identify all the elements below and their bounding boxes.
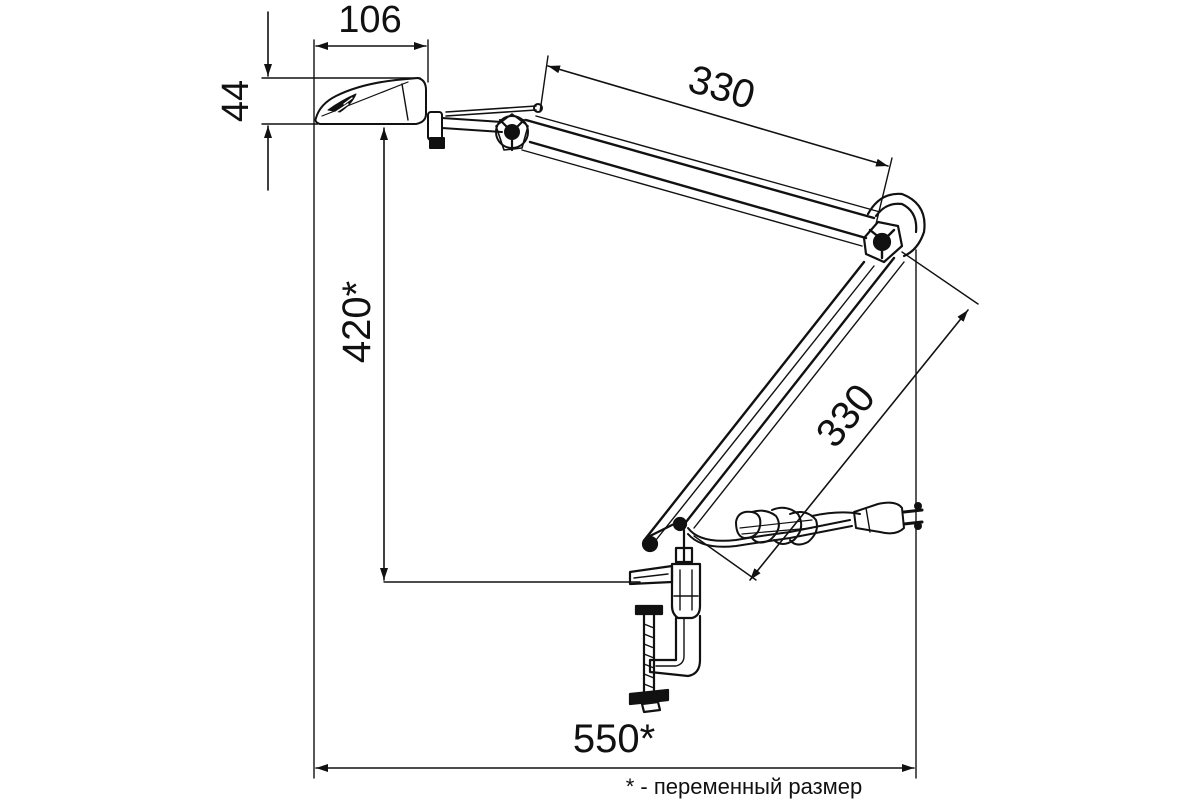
footnote: * - переменный размер: [626, 774, 863, 799]
joint-knob-upper: [495, 113, 529, 152]
lower-arm: [644, 256, 905, 541]
upper-arm: [521, 115, 881, 247]
base-clamp: [628, 516, 702, 714]
dimension-lines: [264, 11, 969, 772]
lamp-head: [314, 77, 543, 149]
dim-550-label: 550*: [573, 717, 655, 761]
dim-330-lower-line: [749, 309, 969, 581]
dim-420-label: 420*: [335, 281, 379, 363]
dim-44-label: 44: [215, 80, 257, 122]
elbow-joint: [862, 192, 926, 264]
power-cord: [687, 501, 924, 548]
dim-330-upper-line: [547, 65, 889, 167]
dim-106-label: 106: [338, 0, 401, 41]
dim-330-lower-label: 330: [808, 376, 884, 456]
